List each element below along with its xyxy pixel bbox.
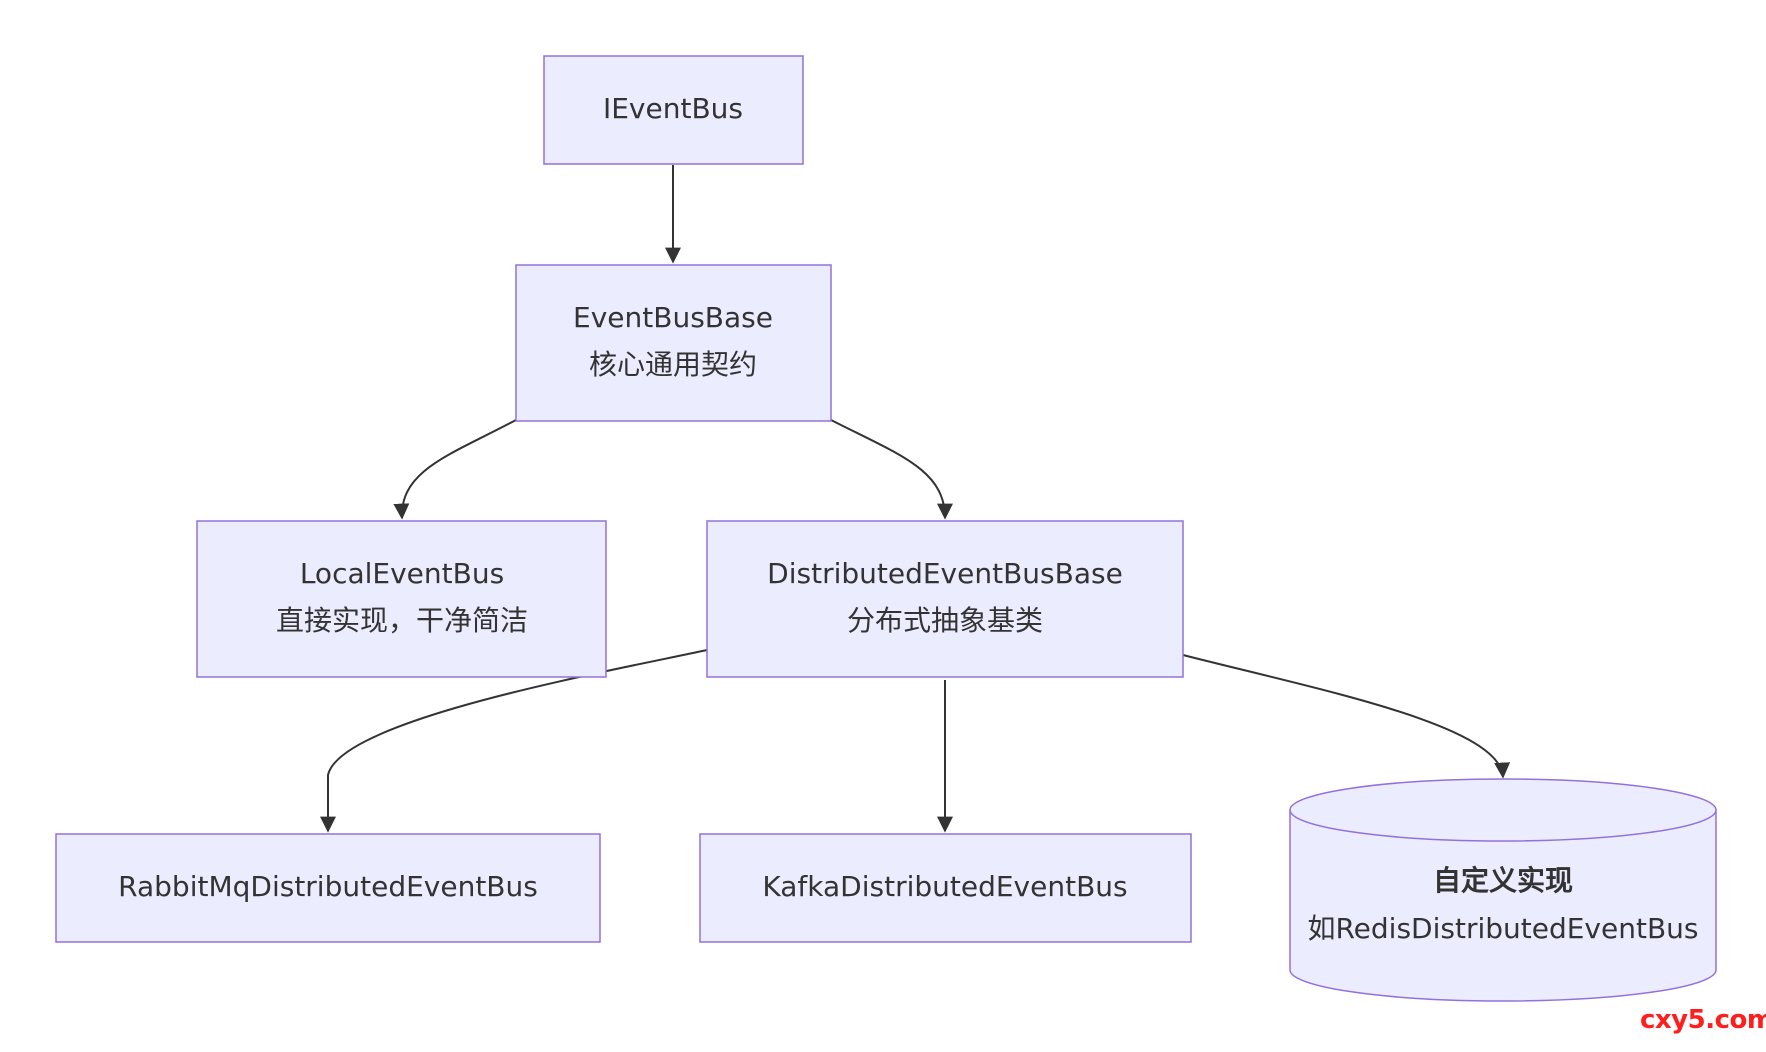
- node-localeventbus[interactable]: LocalEventBus 直接实现，干净简洁: [196, 520, 607, 678]
- node-ieventbus[interactable]: IEventBus: [543, 55, 804, 165]
- node-eventbusbase-label: EventBusBase: [573, 301, 773, 334]
- node-kafka-label: KafkaDistributedEventBus: [762, 870, 1127, 903]
- node-custom-sublabel: 如RedisDistributedEventBus: [1307, 912, 1698, 945]
- edges: [320, 165, 1511, 833]
- node-kafka[interactable]: KafkaDistributedEventBus: [699, 833, 1192, 943]
- node-localeventbus-sublabel: 直接实现，干净简洁: [276, 604, 528, 637]
- edge-distributedeventbusbase-to-rabbitmq: [320, 649, 708, 833]
- cylinder-top: [1289, 778, 1717, 842]
- node-eventbusbase-sublabel: 核心通用契约: [589, 348, 757, 381]
- edge-eventbusbase-to-localeventbus: [393, 419, 517, 520]
- node-distributedeventbusbase-sublabel: 分布式抽象基类: [847, 604, 1043, 637]
- node-rabbitmq-label: RabbitMqDistributedEventBus: [118, 870, 538, 903]
- node-custom-label: 自定义实现: [1433, 864, 1573, 897]
- node-custom[interactable]: 自定义实现 如RedisDistributedEventBus: [1289, 778, 1717, 1002]
- edge-distributedeventbusbase-to-custom: [1182, 654, 1511, 779]
- edge-eventbusbase-to-distributedeventbusbase: [830, 419, 953, 520]
- watermark-text: cxy5.com: [1640, 1005, 1766, 1035]
- node-localeventbus-label: LocalEventBus: [300, 557, 504, 590]
- node-ieventbus-label: IEventBus: [603, 92, 743, 125]
- node-distributedeventbusbase-label: DistributedEventBusBase: [767, 557, 1123, 590]
- node-distributedeventbusbase[interactable]: DistributedEventBusBase 分布式抽象基类: [706, 520, 1184, 678]
- cylinder-body: [1289, 810, 1717, 1002]
- node-eventbusbase[interactable]: EventBusBase 核心通用契约: [515, 264, 832, 422]
- node-rabbitmq[interactable]: RabbitMqDistributedEventBus: [55, 833, 601, 943]
